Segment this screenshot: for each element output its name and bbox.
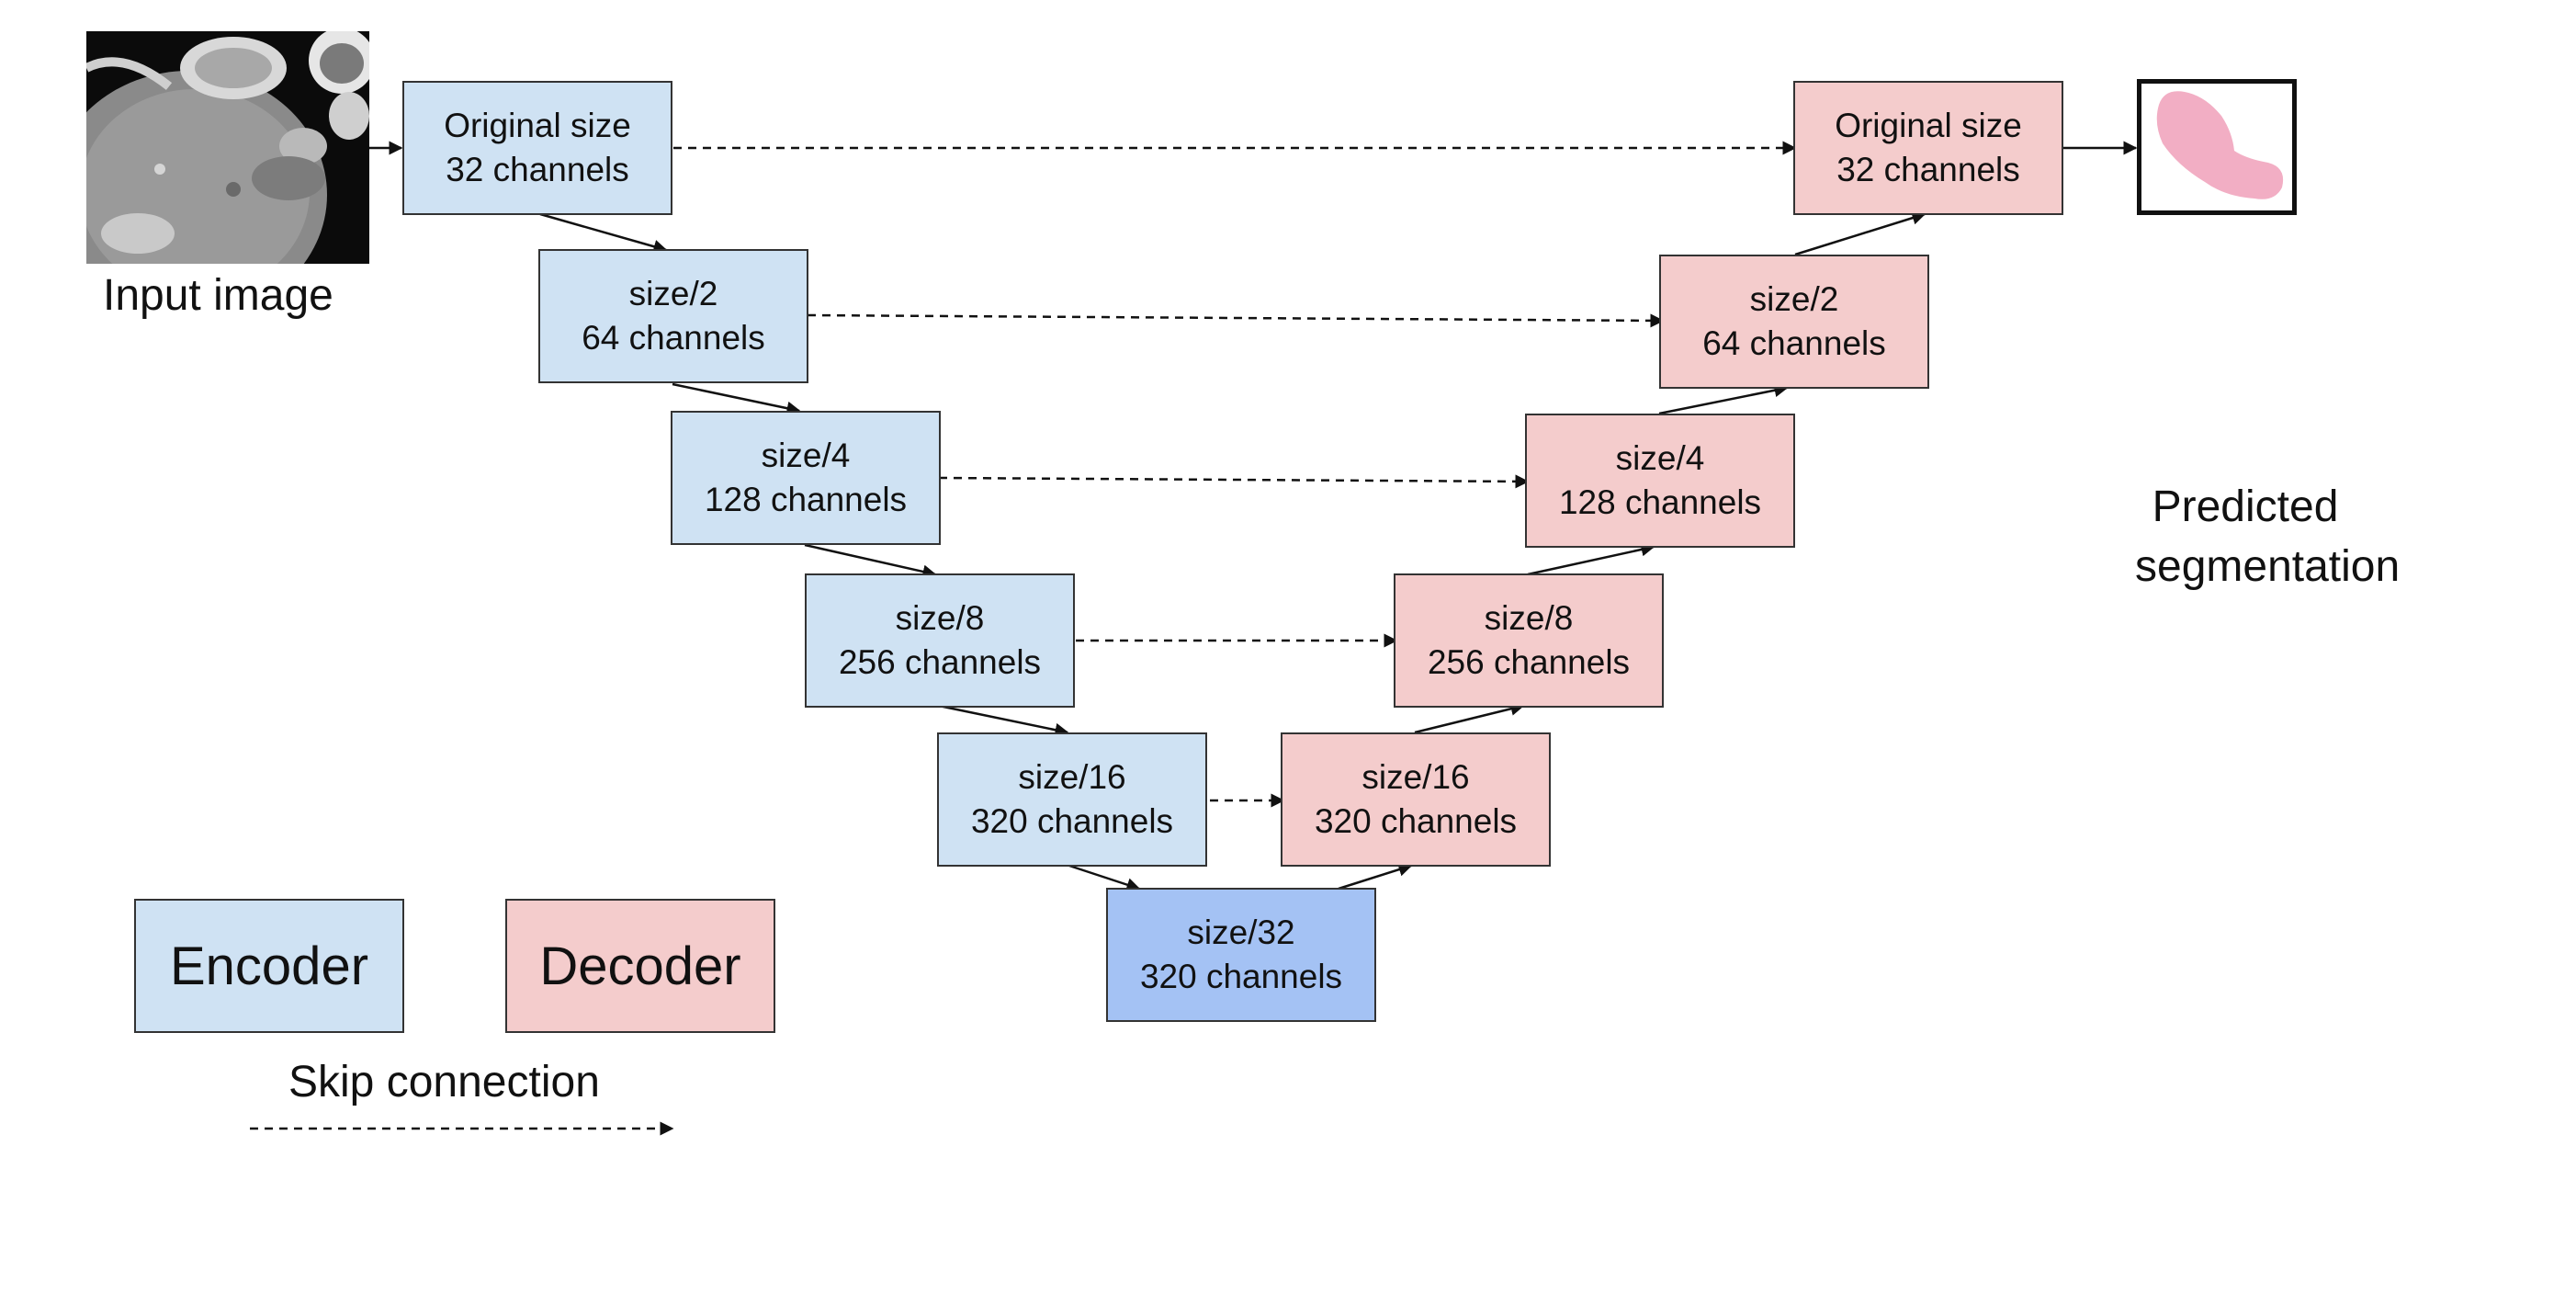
legend-encoder-swatch: Encoder — [134, 899, 404, 1033]
down-arrow-5 — [1068, 864, 1141, 891]
block-channels-label: 320 channels — [1139, 958, 1343, 995]
block-channels-label: 320 channels — [970, 802, 1174, 840]
block-channels-label: 32 channels — [446, 151, 629, 188]
block-size-label: size/4 — [1615, 438, 1705, 477]
block-channels-label: 128 channels — [704, 481, 908, 518]
up-arrow-1 — [1338, 862, 1413, 891]
skip-connection-2 — [807, 313, 1665, 328]
block-size-label: Original size — [444, 106, 631, 144]
block-size-label: size/4 — [761, 436, 851, 474]
encoder-block-size-16: size/16 320 channels — [937, 732, 1207, 867]
block-channels-label: 64 channels — [582, 319, 765, 357]
legend-decoder-label: Decoder — [539, 936, 741, 996]
legend-encoder-label: Encoder — [169, 936, 369, 996]
decoder-block-size-2: size/2 64 channels — [1659, 255, 1929, 389]
down-arrow-3 — [804, 543, 937, 579]
up-arrow-2 — [1414, 701, 1525, 734]
block-size-label: size/16 — [1018, 757, 1126, 796]
encoder-block-size-8: size/8 256 channels — [805, 573, 1075, 708]
up-arrow-3 — [1527, 542, 1655, 576]
input-ct-image — [86, 31, 369, 264]
legend-decoder-swatch: Decoder — [505, 899, 775, 1033]
block-channels-label: 32 channels — [1836, 151, 2020, 188]
caption-line-2: segmentation — [2135, 541, 2401, 591]
block-channels-label: 320 channels — [1314, 802, 1518, 840]
up-arrow-4 — [1658, 383, 1789, 415]
block-size-label: size/16 — [1361, 757, 1470, 796]
block-size-label: size/8 — [895, 598, 985, 637]
down-arrow-2 — [672, 382, 801, 415]
block-channels-label: 64 channels — [1702, 324, 1886, 362]
block-size-label: size/2 — [1749, 279, 1839, 318]
down-arrow-1 — [539, 212, 668, 254]
block-size-label: size/8 — [1484, 598, 1574, 637]
up-arrow-5 — [1794, 210, 1926, 256]
block-size-label: size/2 — [628, 274, 718, 312]
block-channels-label: 128 channels — [1558, 483, 1762, 521]
encoder-block-size-2: size/2 64 channels — [538, 249, 808, 383]
decoder-block-size-8: size/8 256 channels — [1394, 573, 1664, 708]
predicted-segmentation-caption: Predicted segmentation — [2135, 478, 2401, 597]
skip-connection-3 — [938, 474, 1530, 489]
input-image-caption: Input image — [103, 271, 333, 320]
legend-skip-connection-label: Skip connection — [288, 1058, 600, 1106]
block-channels-label: 256 channels — [838, 643, 1042, 681]
decoder-block-size-16: size/16 320 channels — [1281, 732, 1551, 867]
decoder-block-size-4: size/4 128 channels — [1525, 414, 1795, 548]
down-arrow-4 — [938, 704, 1069, 737]
caption-line-1: Predicted — [2152, 482, 2339, 531]
encoder-block-size-4: size/4 128 channels — [671, 411, 941, 545]
predicted-segmentation-image — [2137, 79, 2297, 215]
block-size-label: size/32 — [1187, 913, 1295, 951]
block-size-label: Original size — [1835, 106, 2022, 144]
decoder-block-original: Original size 32 channels — [1793, 81, 2063, 215]
bottleneck-block: size/32 320 channels — [1106, 888, 1376, 1022]
block-channels-label: 256 channels — [1427, 643, 1631, 681]
encoder-block-original: Original size 32 channels — [402, 81, 672, 215]
